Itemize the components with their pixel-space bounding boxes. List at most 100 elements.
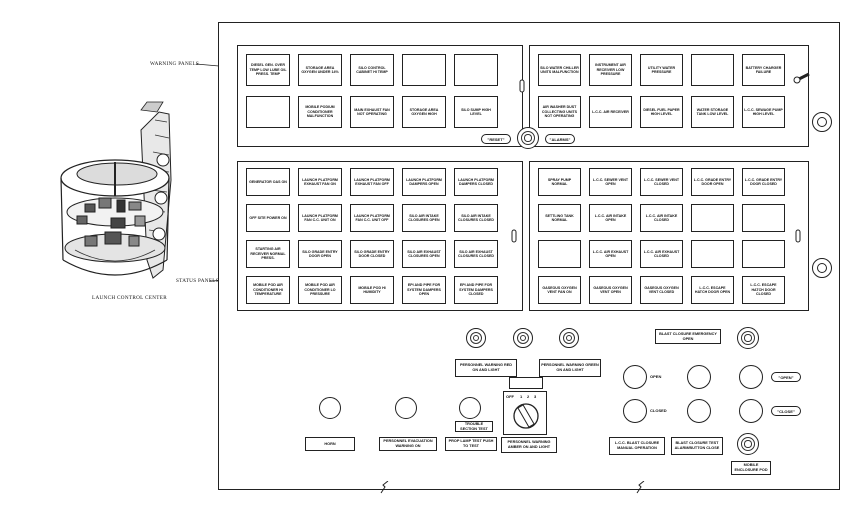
status-left-indicator-r4-c1: MOBILE POD AIR CONDITIONER HI TEMPERATUR… — [246, 276, 290, 304]
lamp-test-button[interactable] — [459, 397, 481, 419]
warning-left-indicator-r2-c3: MAIN EXHAUST FAN NOT OPERATING — [350, 96, 394, 128]
status-right-indicator-r1-c1: SPRAY PUMP NORMAL — [538, 168, 581, 196]
warning-left-indicator-r2-c1 — [246, 96, 290, 128]
closed-label: CLOSED — [650, 408, 667, 413]
warning-left-indicator-r2-c5: SILO SUMP HIGH LEVEL — [454, 96, 498, 128]
status-left-indicator-r3-c1: STARTING AIR RECEIVER NORMAL PRESS. — [246, 240, 290, 268]
status-left-indicator-r4-c3: MOBILE POD HI HUMIDITY — [350, 276, 394, 304]
status-right-indicator-r4-c5: L.C.C. ESCAPE HATCH DOOR CLOSED — [742, 276, 785, 304]
status-right-indicator-r1-c2: L.C.C. SEWER VENT OPEN — [589, 168, 632, 196]
status-right-indicator-r3-c4 — [691, 240, 734, 268]
status-right-indicator-r1-c4: L.C.C. GRADE ENTRY DOOR OPEN — [691, 168, 734, 196]
status-right-indicator-r4-c2: GASEOUS OXYGEN VENT OPEN — [589, 276, 632, 304]
status-right-indicator-r3-c2: L.C.C. AIR EXHAUST OPEN — [589, 240, 632, 268]
status-right-indicator-r4-c1: GASEOUS OXYGEN VENT FAN ON — [538, 276, 581, 304]
selector-1-label: 1 — [520, 394, 523, 399]
status-left-indicator-r2-c3: LAUNCH PLATFORM FAN C.C. UNIT OFF — [350, 204, 394, 232]
selector-knob[interactable] — [512, 402, 540, 430]
status-right-indicator-r3-c5 — [742, 240, 785, 268]
prop-lamp-test-label: PROP LAMP TEST PUSH TO TEST — [445, 437, 497, 451]
status-left-indicator-r1-c2: LAUNCH PLATFORM EXHAUST FAN ON — [298, 168, 342, 196]
warning-right-indicator-r2-c2: L.C.C. AIR RECEIVER — [589, 96, 632, 128]
status-left-toggle-switch[interactable] — [511, 229, 517, 243]
status-left-indicator-r3-c3: SILO GRADE ENTRY DOOR CLOSED — [350, 240, 394, 268]
reset-label: "RESET" — [481, 134, 511, 144]
status-right-indicator-r4-c4: L.C.C. ESCAPE HATCH DOOR OPEN — [691, 276, 734, 304]
warning-left-indicator-r2-c2: MOBILE PODIUM CONDITIONER MALFUNCTION — [298, 96, 342, 128]
status-left-indicator-r1-c5: LAUNCH PLATFORM DAMPERS CLOSED — [454, 168, 498, 196]
lcc-blast-closure-label: L.C.C. BLAST CLOSURE MANUAL OPERATION — [609, 437, 665, 455]
horn-label: HORN — [305, 437, 355, 451]
warning-right-indicator-r2-c4: WATER STORAGE TANK LOW LEVEL — [691, 96, 734, 128]
open-label: OPEN — [650, 374, 662, 379]
status-right-indicator-r2-c3: L.C.C. AIR INTAKE CLOSED — [640, 204, 683, 232]
warning-right-indicator-r1-c4 — [691, 54, 734, 86]
selector-2-label: 2 — [527, 394, 530, 399]
selector-off-label: OFF — [506, 394, 514, 399]
status-right-indicator-r3-c3: L.C.C. AIR EXHAUST CLOSED — [640, 240, 683, 268]
warning-toggle-switch[interactable] — [519, 79, 525, 93]
status-right-indicator-r1-c3: L.C.C. SEWER VENT CLOSED — [640, 168, 683, 196]
personnel-evacuation-label: PERSONNEL EVACUATION WARNING ON — [379, 437, 437, 451]
status-left-indicator-r4-c5: EPI AND PIPE FOR SYSTEM DAMPERS CLOSED — [454, 276, 498, 304]
warning-right-indicator-r1-c1: SILO WATER CHILLER UNITS MALFUNCTION — [538, 54, 581, 86]
blast-closure-test-label: BLAST CLOSURE TEST ALARM/BUTTON CLOSE — [671, 437, 723, 455]
personnel-warning-green-label: PERSONNEL WARNING GREEN ON AND LIGHT — [539, 359, 601, 377]
status-left-indicator-r1-c3: LAUNCH PLATFORM EXHAUST FAN OFF — [350, 168, 394, 196]
close-quoted-label: "CLOSE" — [771, 406, 801, 416]
status-left-indicator-r3-c5: SILO AIR EXHAUST CLOSURES CLOSED — [454, 240, 498, 268]
evacuation-button[interactable] — [395, 397, 417, 419]
warning-left-indicator-r2-c4: STORAGE AREA OXYGEN HIGH — [402, 96, 446, 128]
open-button-3[interactable] — [739, 365, 763, 389]
launch-control-center-illustration — [60, 101, 172, 279]
status-panel-left: GENERATOR OAS ON LAUNCH PLATFORM EXHAUST … — [237, 161, 523, 311]
status-right-indicator-r1-c5: L.C.C. GRADE ENTRY DOOR CLOSED — [742, 168, 785, 196]
personnel-warning-amber-label: PERSONNEL WARNING AMBER ON AND LIGHT — [501, 437, 557, 453]
warning-right-indicator-r2-c3: DIESEL FUEL PAPER HIGH LEVEL — [640, 96, 683, 128]
warning-right-indicator-r1-c3: UTILITY WATER PRESSURE — [640, 54, 683, 86]
side-knob-upper[interactable] — [812, 112, 832, 132]
reset-alarm-button[interactable] — [517, 127, 539, 149]
closed-button-3[interactable] — [739, 399, 763, 423]
status-left-indicator-r4-c2: MOBILE POD AIR CONDITIONER LO PRESSURE — [298, 276, 342, 304]
status-left-indicator-r2-c2: LAUNCH PLATFORM FAN C.C. UNIT ON — [298, 204, 342, 232]
warning-panels-label: WARNING PANELS — [150, 61, 200, 67]
right-warning-toggle[interactable] — [793, 71, 813, 85]
indicator-lamp-1 — [466, 328, 486, 348]
warning-panel-left: DIESEL GEN. OVER TEMP LOW LUBE OIL PRESS… — [237, 45, 523, 147]
warning-right-indicator-r2-c5: L.C.C. SEWAGE PUMP HIGH LEVEL — [742, 96, 785, 128]
open-button-2[interactable] — [687, 365, 711, 389]
status-left-indicator-r1-c1: GENERATOR OAS ON — [246, 168, 290, 196]
open-button-1[interactable] — [623, 365, 647, 389]
mobile-enclosure-pod-label: MOBILE ENCLOSURE POD — [731, 461, 771, 475]
status-right-indicator-r3-c1 — [538, 240, 581, 268]
indicator-lamp-3 — [559, 328, 579, 348]
status-right-indicator-r2-c2: L.C.C. AIR INTAKE OPEN — [589, 204, 632, 232]
warning-light-frame — [509, 377, 543, 389]
personnel-warning-selector[interactable]: OFF 1 2 3 — [503, 391, 547, 435]
trouble-section-test-label: TROUBLE SECTION TEST — [455, 421, 493, 432]
status-right-toggle-switch[interactable] — [795, 229, 801, 243]
warning-right-indicator-r2-c1: AIR WASHER DUST COLLECTING UNITS NOT OPE… — [538, 96, 581, 128]
alarms-label: "ALARMS" — [545, 134, 575, 144]
warning-left-indicator-r1-c2: STORAGE AREA OXYGEN UNDER 14% — [298, 54, 342, 86]
status-left-indicator-r1-c4: LAUNCH PLATFORM DAMPERS OPEN — [402, 168, 446, 196]
side-knob-lower[interactable] — [812, 258, 832, 278]
status-left-indicator-r2-c4: SILO AIR INTAKE CLOSURES OPEN — [402, 204, 446, 232]
horn-button[interactable] — [319, 397, 341, 419]
indicator-lamp-2 — [513, 328, 533, 348]
selector-3-label: 3 — [534, 394, 537, 399]
warning-right-indicator-r1-c2: INSTRUMENT AIR RECEIVER LOW PRESSURE — [589, 54, 632, 86]
control-console: DIESEL GEN. OVER TEMP LOW LUBE OIL PRESS… — [218, 22, 840, 494]
status-right-indicator-r4-c3: GASEOUS OXYGEN VENT CLOSED — [640, 276, 683, 304]
break-mark-left — [380, 481, 389, 494]
warning-right-indicator-r1-c5: BATTERY CHARGER FAILURE — [742, 54, 785, 86]
status-left-indicator-r3-c2: SILO GRADE ENTRY DOOR OPEN — [298, 240, 342, 268]
closed-button-2[interactable] — [687, 399, 711, 423]
blast-closure-emergency-lamp — [737, 327, 759, 349]
status-left-indicator-r2-c5: SILO AIR INTAKE CLOSURES CLOSED — [454, 204, 498, 232]
status-panel-right: SPRAY PUMP NORMAL L.C.C. SEWER VENT OPEN L… — [529, 161, 809, 311]
status-left-indicator-r4-c4: EPI AND PIPE FOR SYSTEM DAMPERS OPEN — [402, 276, 446, 304]
closed-button-1[interactable] — [623, 399, 647, 423]
